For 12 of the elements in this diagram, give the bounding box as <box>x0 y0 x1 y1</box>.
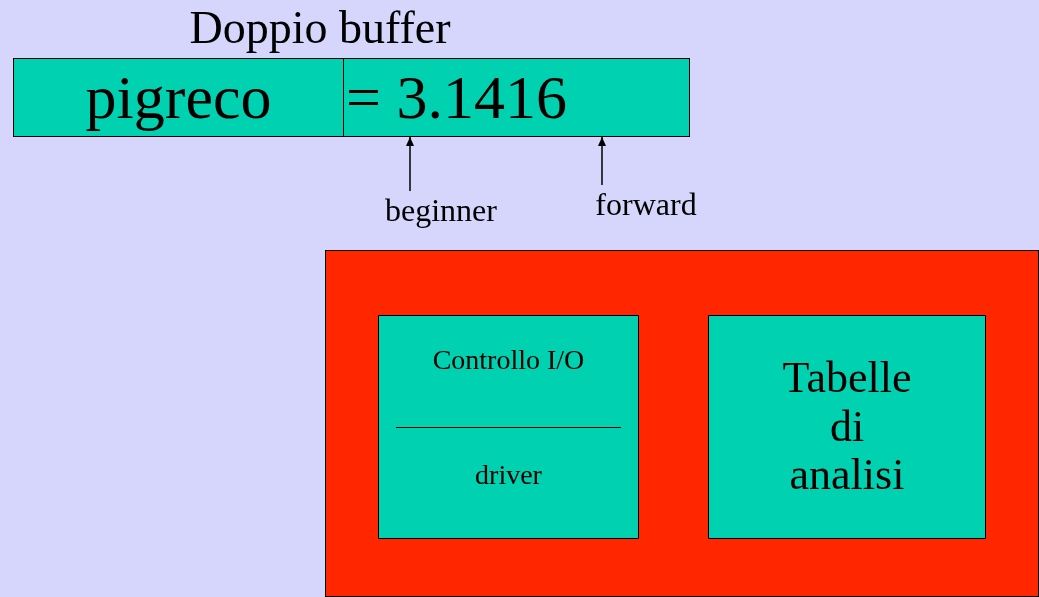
arrow <box>598 136 606 186</box>
pointer-label: forward <box>584 187 708 223</box>
buffer-cell: pigreco <box>13 58 344 137</box>
pointer-label: beginner <box>374 193 508 229</box>
buffer-title: Doppio buffer <box>188 5 452 51</box>
table-box: Tabelle di analisi <box>708 315 986 539</box>
module-box <box>378 315 639 539</box>
box-label: driver <box>474 461 543 489</box>
box-label: Controllo I/O <box>431 346 586 374</box>
panel-background <box>325 250 1039 597</box>
arrow <box>406 136 414 192</box>
buffer-cell: = 3.1416 <box>343 58 690 137</box>
